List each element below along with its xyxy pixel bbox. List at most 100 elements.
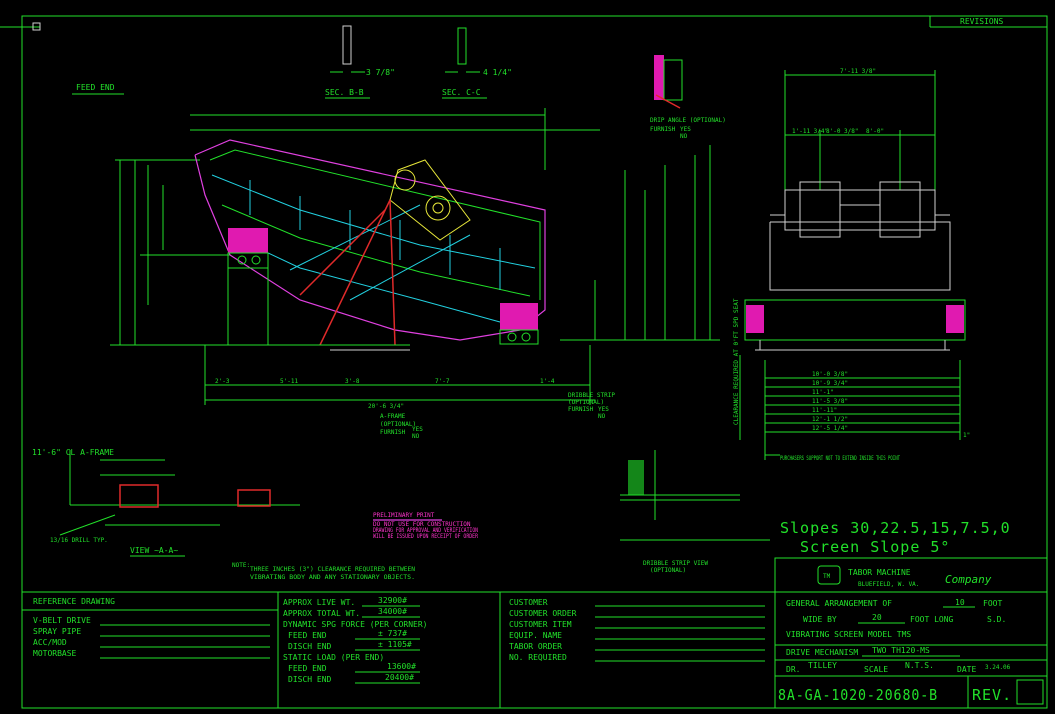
support-note: PURCHASERS SUPPORT NOT TO EXTEND INSIDE … [780,455,900,462]
a-frame-icon [299,199,410,351]
reference-title: REFERENCE DRAWING [33,597,115,606]
sec-bb-bar-icon [342,25,352,65]
drive-value: TWO TH120-MS [872,646,930,655]
reference-item-2: ACC/MOD [33,638,67,647]
title-line1: GENERAL ARRANGEMENT OF [786,599,892,608]
company-location: BLUEFIELD, W. VA. [858,581,919,588]
feed-dyn-label: FEED END [288,631,327,640]
drive-label: DRIVE MECHANISM [786,648,858,657]
dynamic-label: DYNAMIC SPG FORCE (PER CORNER) [283,620,428,629]
drawing-border [21,15,1048,709]
preliminary-print: PRELIMINARY PRINT DO NOT USE FOR CONSTRU… [373,512,478,540]
width-dim-3: 11'-5 3/8" [812,398,848,405]
feed-dyn-value: ± 737# [378,629,407,638]
svg-text:THREE INCHES (3") CLEARANCE RE: THREE INCHES (3") CLEARANCE REQUIRED BET… [250,566,415,573]
svg-text:DRIBBLE STRIP VIEW: DRIBBLE STRIP VIEW [643,560,708,567]
width-value: 10 [955,598,965,607]
disch-dyn-label: DISCH END [288,642,332,651]
svg-text:WILL BE ISSUED UPON RECEIPT OF: WILL BE ISSUED UPON RECEIPT OF ORDER [373,533,478,540]
svg-text:(OPTIONAL): (OPTIONAL) [380,421,416,428]
customer-field-2: CUSTOMER ITEM [509,620,572,629]
svg-text:8'-0 3/8": 8'-0 3/8" [826,128,859,135]
static-label: STATIC LOAD (PER END) [283,653,384,662]
dr-value: TILLEY [808,661,837,670]
customer-field-3: EQUIP. NAME [509,631,562,640]
reference-item-1: SPRAY PIPE [33,627,81,636]
title-sd: S.D. [987,615,1006,624]
svg-text:FURNISH: FURNISH [380,429,406,436]
total-wt-value: 34000# [378,607,407,616]
length-value: 20 [872,613,882,622]
width-dim-0: 10'-0 3/8" [812,371,848,378]
svg-text:(OPTIONAL): (OPTIONAL) [568,399,604,406]
svg-text:DO NOT USE FOR CONSTRUCTION: DO NOT USE FOR CONSTRUCTION [373,521,471,528]
svg-text:NO: NO [680,133,688,140]
width-dim-5: 12'-1 1/2" [812,416,848,423]
disch-spring-icon [500,303,538,330]
title-line3: VIBRATING SCREEN MODEL TMS [786,630,911,639]
side-view: 2'-3 5'-11 3'-8 7'-7 1'-4 20'-6 3/4" A-F… [110,108,720,440]
svg-text:YES: YES [412,426,423,433]
scale-label: SCALE [864,665,888,674]
feed-static-value: 13600# [387,662,416,671]
svg-text:8'-0": 8'-0" [866,128,884,135]
svg-text:VIBRATING BODY AND ANY STATION: VIBRATING BODY AND ANY STATIONARY OBJECT… [250,574,415,581]
slopes-text: Slopes 30,22.5,15,7.5,0 [780,519,1011,537]
company-script: Company [945,573,992,586]
svg-text:NOTE:: NOTE: [232,562,250,569]
date-label: DATE [957,665,976,674]
svg-text:NO: NO [412,433,420,440]
rev-label: REV. [972,686,1012,704]
screen-slope-text: Screen Slope 5° [800,538,950,556]
revisions-label: REVISIONS [960,17,1004,26]
disch-dyn-value: ± 1105# [378,640,412,649]
live-wt-value: 32900# [378,596,407,605]
customer-field-0: CUSTOMER [509,598,548,607]
tm-logo-text: TM [823,573,831,580]
svg-text:YES: YES [680,126,691,133]
dim-seg3: 3'-8 [345,378,360,385]
drip-angle-detail: DRIP ANGLE (OPTIONAL) FURNISH YES NO [650,55,726,140]
customer-field-5: NO. REQUIRED [509,653,567,662]
edge-dim: 1" [963,432,970,439]
svg-text:(OPTIONAL): (OPTIONAL) [650,567,686,574]
svg-text:YES: YES [598,406,609,413]
svg-text:DRAWING FOR APPROVAL AND VERIF: DRAWING FOR APPROVAL AND VERIFICATION [373,527,478,534]
dim-seg2: 5'-11 [280,378,298,385]
title-wide-by: WIDE BY [803,615,837,624]
dim-seg1: 2'-3 [215,378,230,385]
dim-seg5: 1'-4 [540,378,555,385]
title-foot: FOOT [983,599,1002,608]
drill-note: 13/16 DRILL TYP. [50,537,108,544]
feed-end-label: FEED END [76,83,115,92]
feed-static-label: FEED END [288,664,327,673]
customer-field-4: TABOR ORDER [509,642,562,651]
customer-field-1: CUSTOMER ORDER [509,609,577,618]
sec-bb-size: 3 7/8" [366,68,395,77]
title-foot-long: FOOT LONG [910,615,954,624]
aframe-height: 11'-6" CL A-FRAME [32,448,114,457]
width-dim-4: 11'-11" [812,407,837,414]
disch-static-value: 20400# [385,673,414,682]
ucs-icon [32,22,41,31]
reference-item-3: MOTORBASE [33,649,77,658]
width-dim-6: 12'-5 1/4" [812,425,848,432]
drive-mechanism-icon [389,159,471,241]
svg-text:FURNISH: FURNISH [650,126,676,133]
view-aa-label: VIEW ~A-A~ [130,546,178,555]
end-view: 7'-11 3/8" 1'-11 3/4" 8'-0 3/8" 8'-0" CL… [733,68,966,440]
tm-logo-icon [817,565,841,585]
sec-cc-bar-icon [457,27,467,65]
svg-text:A-FRAME: A-FRAME [380,413,406,420]
reference-item-0: V-BELT DRIVE [33,616,91,625]
svg-text:1'-11 3/4": 1'-11 3/4" [792,128,828,135]
live-wt-label: APPROX LIVE WT. [283,598,355,607]
dribble-strip-view: DRIBBLE STRIP VIEW (OPTIONAL) [620,450,770,574]
dr-label: DR. [786,665,800,674]
end-dim-top: 7'-11 3/8" [840,68,876,75]
svg-text:DRIBBLE STRIP: DRIBBLE STRIP [568,392,615,399]
svg-text:PRELIMINARY PRINT: PRELIMINARY PRINT [373,512,435,519]
sec-cc-label: SEC. C-C [442,88,481,97]
width-dim-1: 10'-9 3/4" [812,380,848,387]
